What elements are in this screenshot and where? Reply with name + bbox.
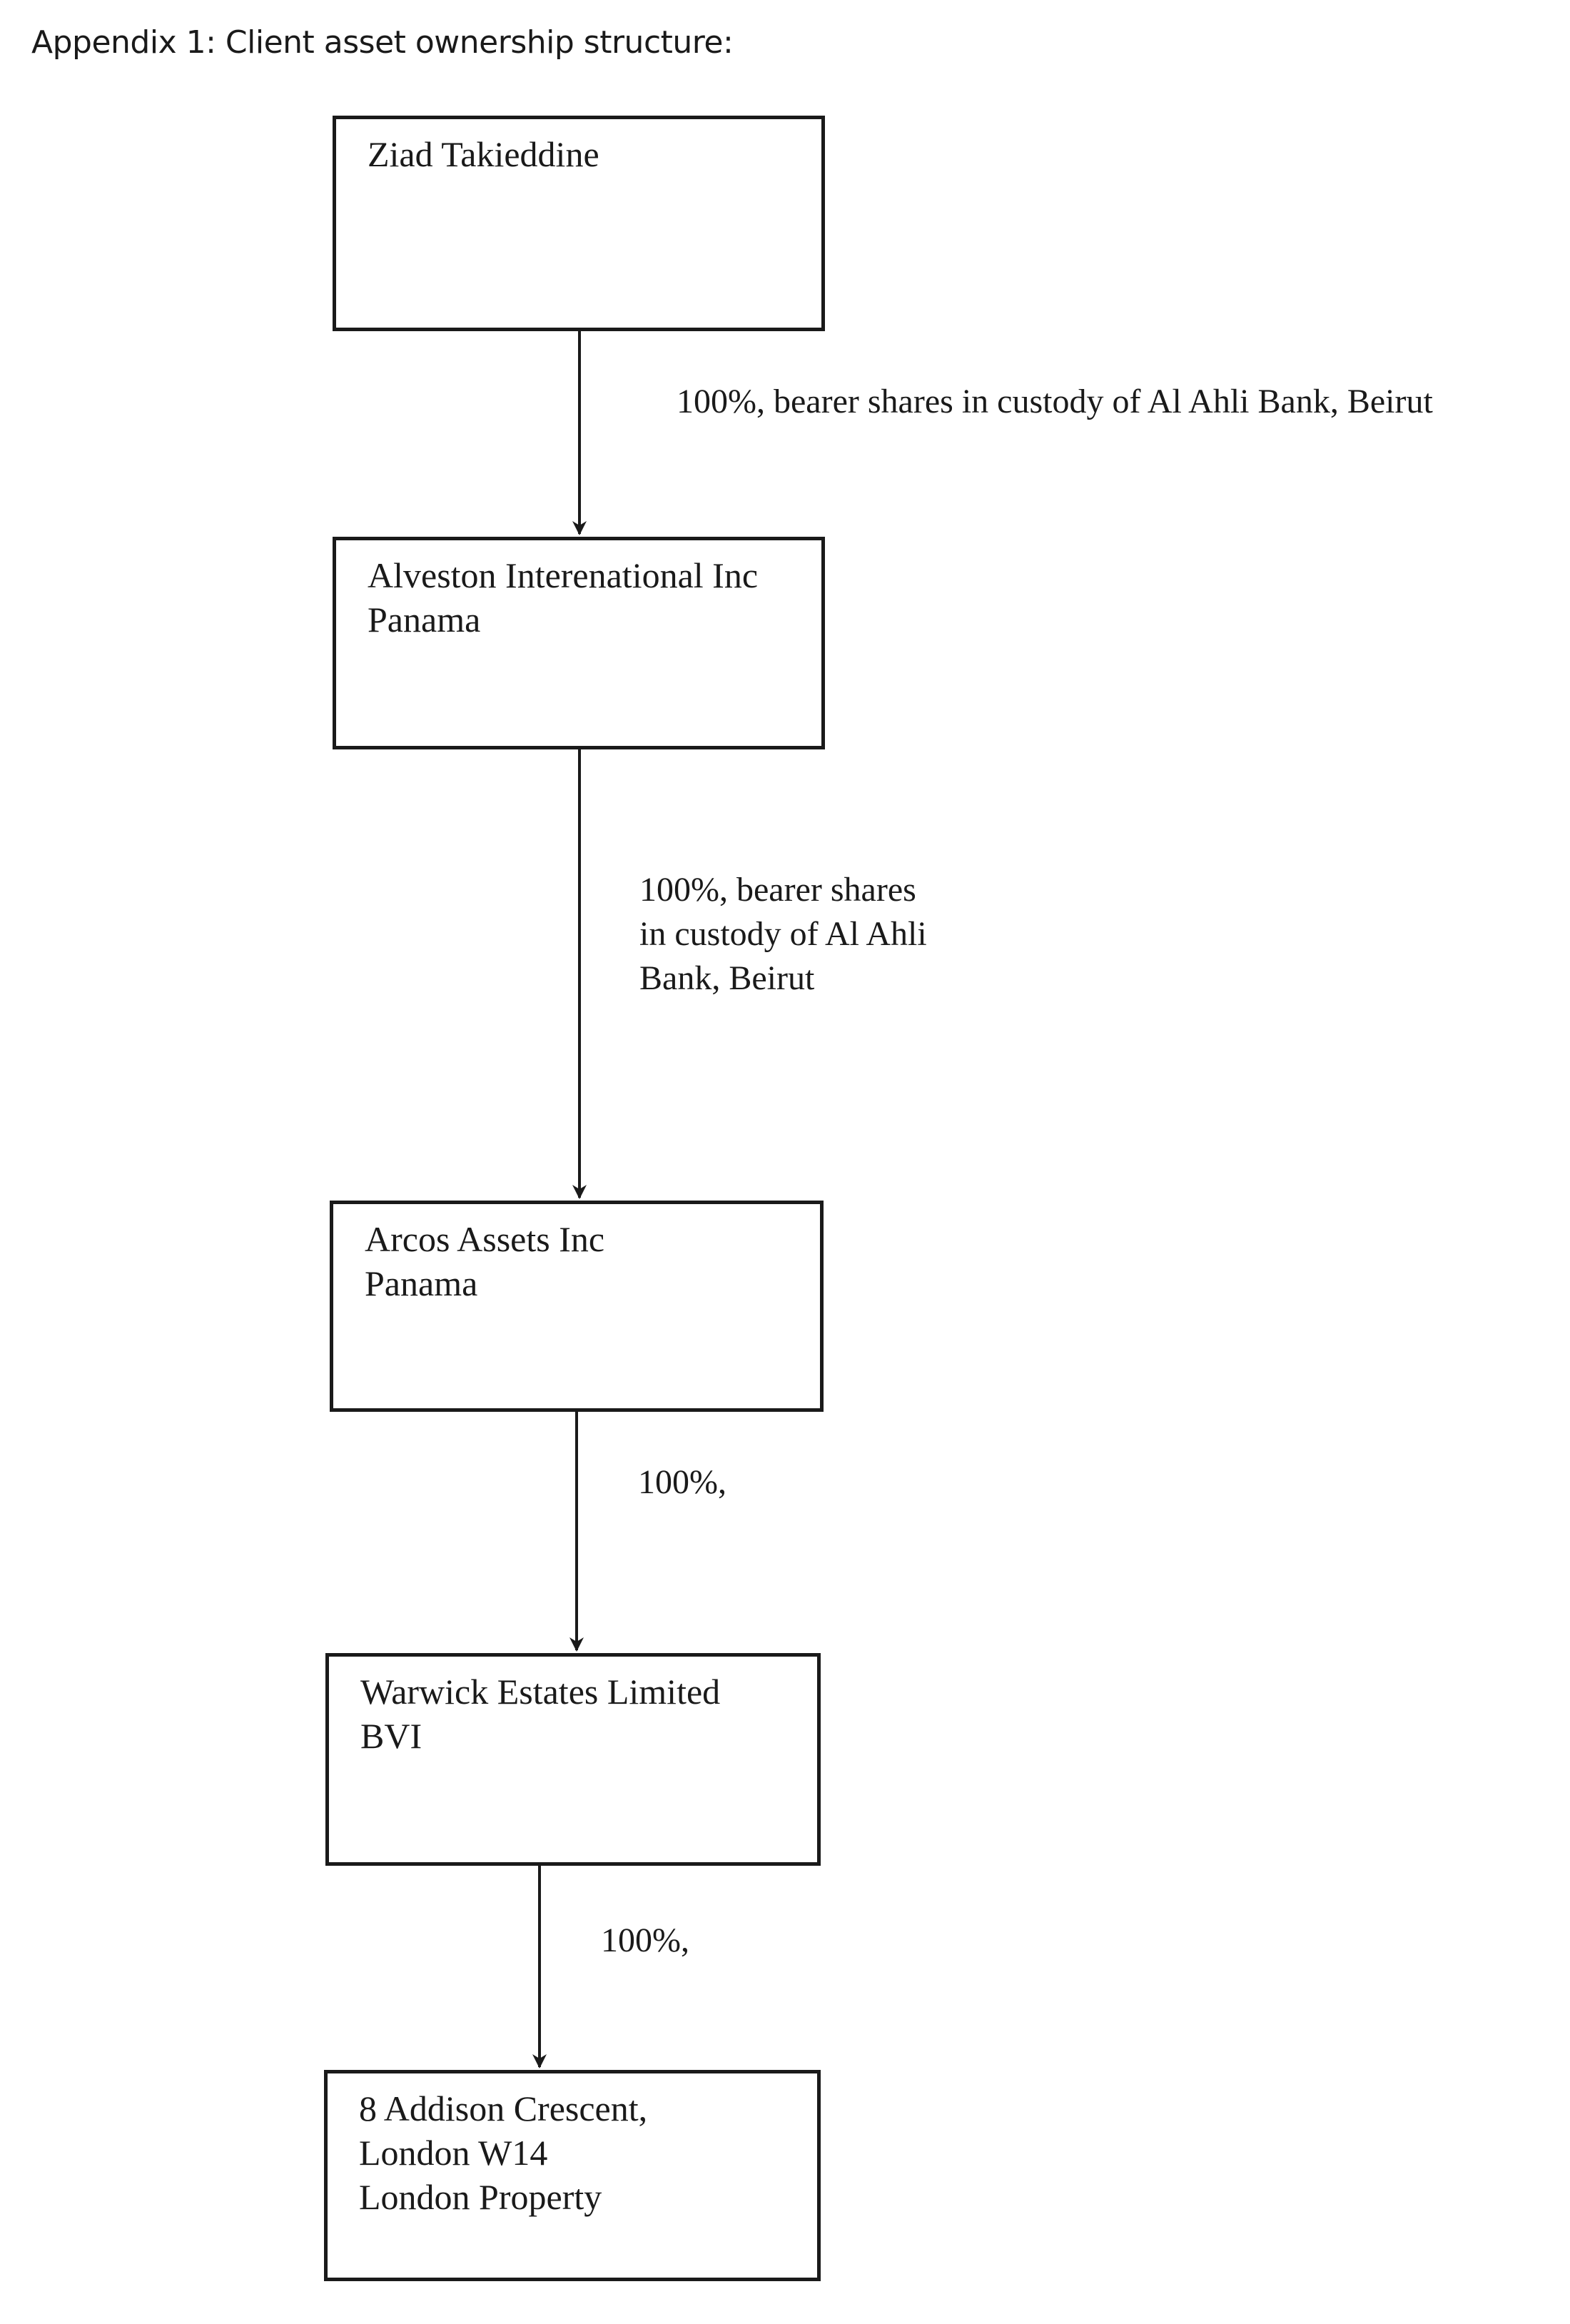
edge-label-zt-alveston: 100%, bearer shares in custody of Al Ahl…	[677, 380, 1433, 424]
node-addison-crescent: 8 Addison Crescent, London W14 London Pr…	[324, 2070, 821, 2281]
ownership-note: 100%, bearer shares	[639, 871, 916, 909]
node-label: Warwick Estates Limited	[360, 1672, 721, 1712]
ownership-note: 100%,	[638, 1463, 726, 1501]
node-warwick-estates: Warwick Estates Limited BVI	[325, 1653, 821, 1866]
ownership-note: Bank, Beirut	[639, 959, 815, 997]
node-label: Ziad Takieddine	[368, 134, 599, 174]
ownership-note: 100%,	[601, 1921, 689, 1959]
node-jurisdiction: Panama	[368, 600, 481, 640]
appendix-heading: Appendix 1: Client asset ownership struc…	[31, 24, 734, 61]
node-label: Arcos Assets Inc	[365, 1219, 605, 1259]
ownership-note: 100%, bearer shares in custody of Al Ahl…	[677, 383, 1433, 420]
node-jurisdiction: BVI	[360, 1716, 422, 1756]
edge-label-warwick-addison: 100%,	[601, 1919, 689, 1963]
node-arcos-assets: Arcos Assets Inc Panama	[330, 1201, 824, 1412]
node-property-type: London Property	[359, 2177, 602, 2217]
ownership-note: in custody of Al Ahli	[639, 915, 927, 953]
node-alveston-international: Alveston Interenational Inc Panama	[333, 537, 825, 749]
node-address-line-2: London W14	[359, 2133, 548, 2173]
edge-label-alveston-arcos: 100%, bearer shares in custody of Al Ahl…	[639, 868, 927, 1001]
node-ziad-takieddine: Ziad Takieddine	[333, 116, 825, 331]
node-address-line-1: 8 Addison Crescent,	[359, 2088, 648, 2128]
node-label: Alveston Interenational Inc	[368, 555, 759, 595]
edge-label-arcos-warwick: 100%,	[638, 1460, 726, 1505]
node-jurisdiction: Panama	[365, 1263, 478, 1303]
